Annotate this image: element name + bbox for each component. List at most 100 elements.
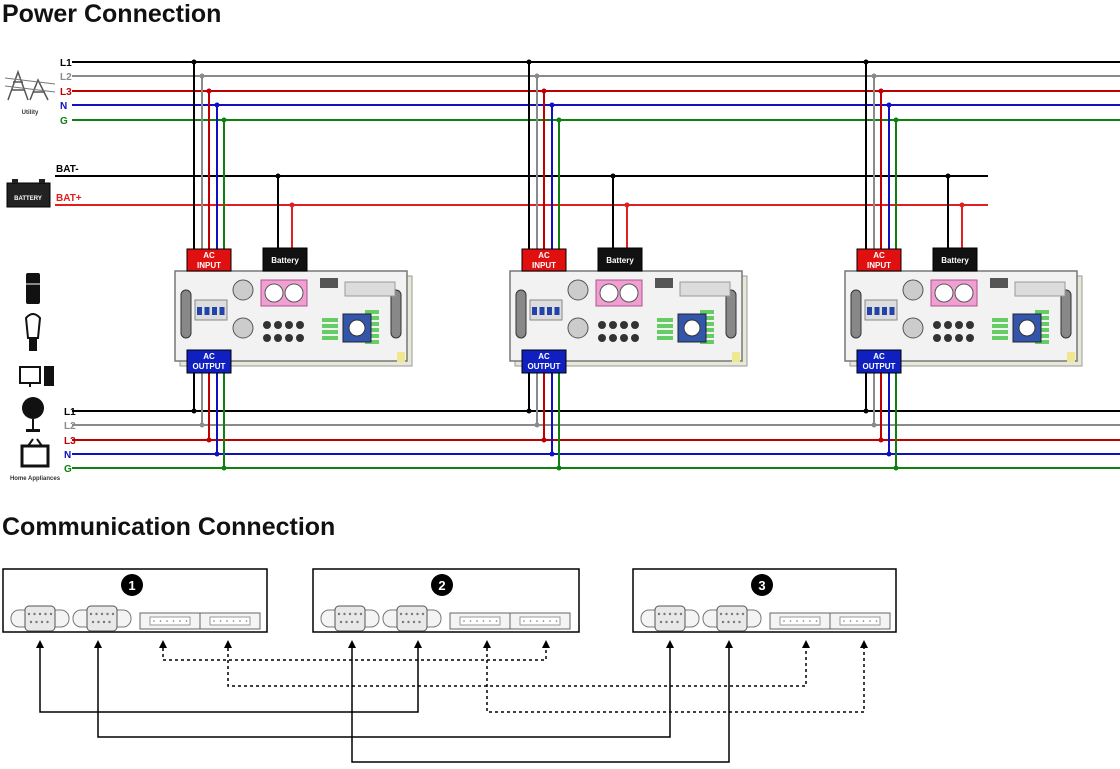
db9-pin (410, 612, 414, 616)
connector-strip (1014, 281, 1066, 297)
ac-output-badge (521, 349, 567, 374)
terminal-slot (779, 616, 821, 626)
terminal-pin (219, 620, 222, 622)
breaker-switch (212, 307, 217, 315)
terminal-pin (482, 620, 485, 622)
terminal-pin (463, 620, 465, 622)
db9-pin (95, 612, 98, 616)
terminal (285, 321, 293, 329)
arrow-head (666, 640, 674, 648)
comm-unit-3: 3 (632, 568, 897, 633)
arrow-head (725, 640, 733, 648)
db9-pin (738, 620, 741, 624)
breaker-switch (532, 307, 537, 315)
terminal-pin (226, 620, 228, 622)
db9-pin (29, 620, 33, 624)
fan-icon (22, 397, 44, 432)
output-junction (221, 465, 227, 471)
battery-icon-terminal (39, 179, 45, 183)
battery-bus-lines (55, 175, 988, 206)
terminal-pin (802, 620, 805, 622)
terminal-pin (529, 620, 532, 622)
db9-pin (399, 612, 403, 616)
comm-unit-2: 2 (312, 568, 580, 633)
breaker-switch (539, 307, 545, 315)
breaker-switch (547, 307, 552, 315)
indicator-bar (700, 310, 714, 314)
terminal-pin (869, 620, 871, 622)
db9-pin (418, 620, 421, 624)
comm-link-1-3-port2 (97, 642, 671, 738)
db9-pin (350, 620, 354, 624)
indicator-bar (365, 316, 379, 320)
breaker-switch (219, 307, 225, 315)
terminal (933, 334, 941, 342)
terminal-pin (179, 620, 181, 622)
db9-pin (725, 612, 728, 616)
terminal (955, 321, 963, 329)
unit-number: 1 (128, 578, 135, 593)
indicator-bar (1035, 310, 1049, 314)
indicator-bar (365, 328, 379, 332)
port-block (320, 278, 338, 288)
tower (44, 366, 54, 386)
db9-pin (106, 612, 109, 616)
power-bus-lines (72, 61, 1120, 469)
inverter-handle-right (725, 289, 737, 339)
db9-pin (348, 612, 352, 616)
selector-knob (348, 319, 366, 337)
indicator-bar (657, 336, 673, 340)
db9-pin (339, 620, 343, 624)
arrow-head (542, 640, 550, 648)
db9-pin (665, 620, 668, 624)
connector-strip (679, 281, 731, 297)
indicator-bar (700, 316, 714, 320)
ac-input-label: INPUT (867, 261, 891, 270)
output-junction (878, 437, 884, 443)
db9-pin (663, 612, 666, 616)
output-junction (541, 437, 547, 443)
line-label-bottom-l2: L2 (64, 421, 76, 432)
terminal (296, 321, 304, 329)
battery-badge (597, 247, 643, 272)
inverter-handle-left (850, 289, 862, 339)
db9-pin (421, 612, 425, 616)
tower-wire (4, 85, 56, 93)
db9-pin (719, 612, 723, 616)
terminal-pin (166, 620, 168, 622)
arrow-head (159, 640, 167, 648)
line-label-bottom-g: G (64, 464, 72, 475)
terminal (609, 334, 617, 342)
utility-label: Utility (22, 110, 39, 116)
bulb-icon (24, 313, 42, 351)
fan-icon (232, 317, 254, 339)
terminal-pin (489, 620, 491, 622)
ac-output-label: AC (203, 352, 215, 361)
ac-output-label: OUTPUT (528, 362, 561, 371)
fan-head (22, 397, 44, 419)
breaker-switch (882, 307, 887, 315)
bat-pos-label: BAT+ (56, 193, 82, 204)
arrow-head (802, 640, 810, 648)
breaker-switch (204, 307, 210, 315)
terminal (609, 321, 617, 329)
meter-gauge (619, 283, 639, 303)
terminal-pin (783, 620, 785, 622)
terminal (966, 334, 974, 342)
db9-shell (716, 605, 748, 632)
bat-pos-junction (959, 202, 965, 208)
ac-input-badge (521, 248, 567, 272)
output-junction (214, 451, 220, 457)
terminal-pin (159, 620, 162, 622)
db9-pin (49, 612, 53, 616)
input-junction (871, 73, 877, 79)
db9-pin (27, 612, 31, 616)
terminal-pin (523, 620, 525, 622)
db9-pin (721, 620, 725, 624)
monitor (19, 366, 41, 384)
line-label-top-g: G (60, 116, 68, 127)
breaker-panel (529, 299, 563, 321)
unit-number-badge (431, 574, 453, 596)
